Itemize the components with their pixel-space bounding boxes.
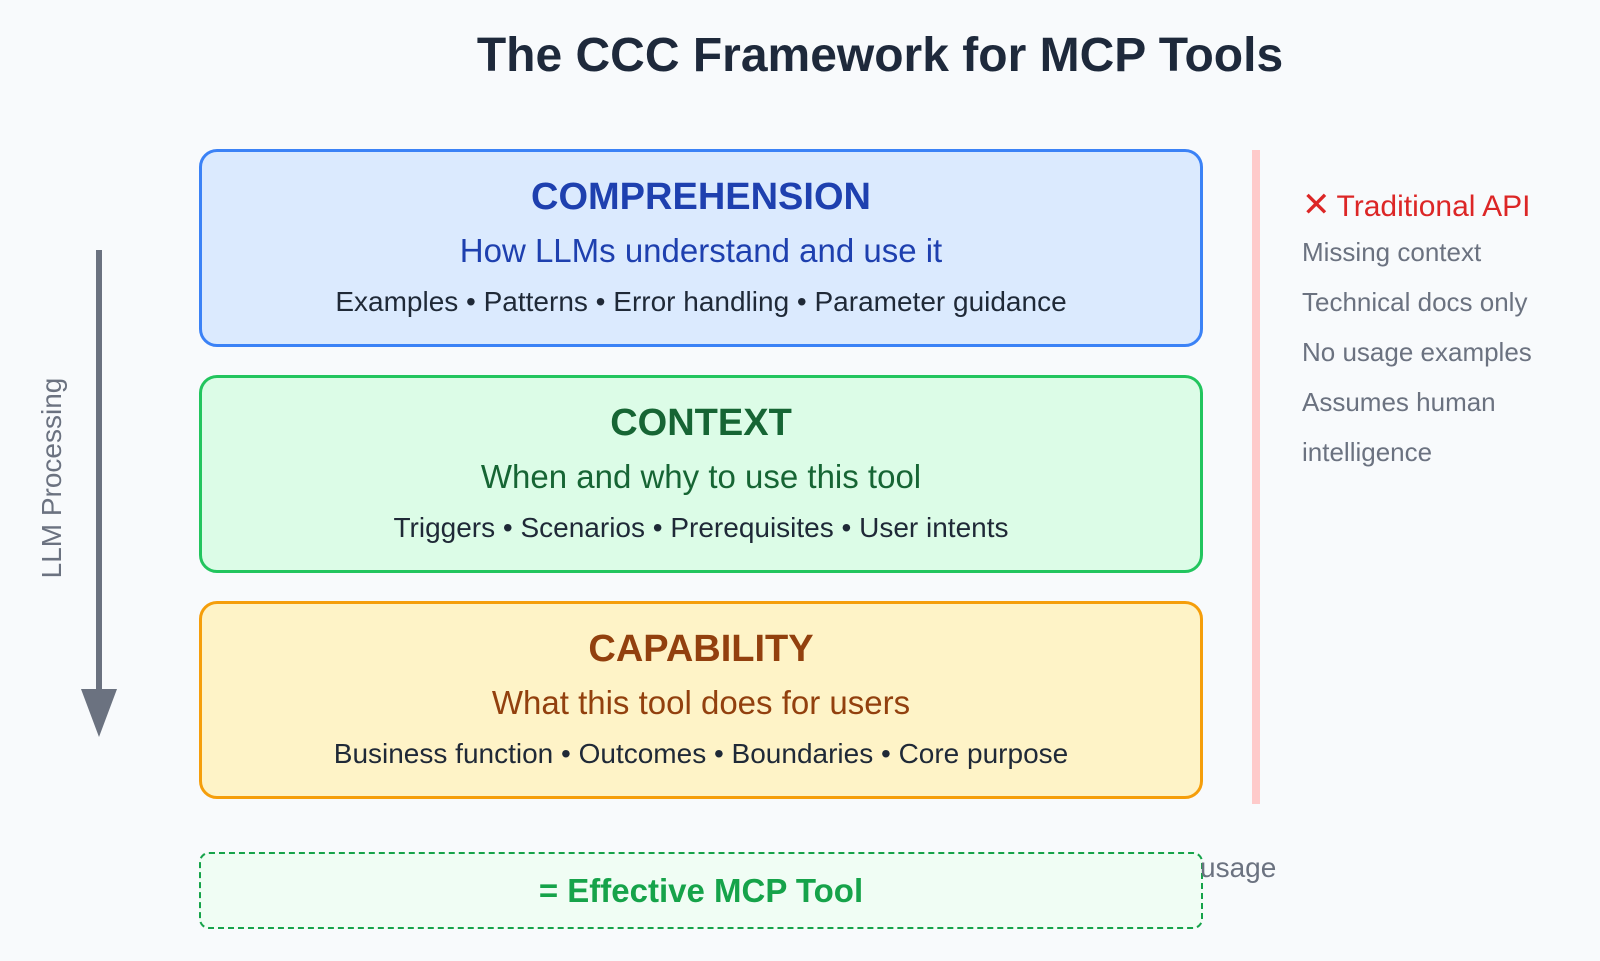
usage-label: usage	[1200, 852, 1277, 883]
down-arrow-icon	[81, 250, 117, 737]
layer-name: CONTEXT	[610, 402, 792, 444]
layer-items: Business function • Outcomes • Boundarie…	[333, 738, 1069, 769]
list-item: Assumes human	[1302, 387, 1496, 417]
list-item: No usage examples	[1302, 337, 1532, 367]
divider-line	[1252, 150, 1260, 804]
traditional-api-label: Traditional API	[1336, 190, 1531, 223]
layer-items: Examples • Patterns • Error handling • P…	[335, 286, 1067, 317]
layer-comprehension: COMPREHENSION How LLMs understand and us…	[199, 149, 1203, 347]
traditional-api-list: Missing context Technical docs only No u…	[1302, 237, 1532, 487]
layer-items: Triggers • Scenarios • Prerequisites • U…	[393, 512, 1009, 543]
layer-description: When and why to use this tool	[480, 458, 922, 495]
layer-description: What this tool does for users	[491, 684, 911, 721]
layer-context: CONTEXT When and why to use this tool Tr…	[199, 375, 1203, 573]
cross-icon: ✕	[1302, 186, 1331, 224]
layer-capability: CAPABILITY What this tool does for users…	[199, 601, 1203, 799]
diagram-title: The CCC Framework for MCP Tools	[476, 29, 1284, 82]
list-item: Missing context	[1302, 237, 1482, 267]
layer-description: How LLMs understand and use it	[459, 232, 943, 269]
list-item: intelligence	[1302, 437, 1433, 467]
result-box: = Effective MCP Tool	[199, 852, 1203, 929]
flow-label: LLM Processing	[36, 377, 67, 579]
layer-name: COMPREHENSION	[531, 176, 871, 218]
layer-name: CAPABILITY	[588, 628, 814, 670]
traditional-api-heading: ✕Traditional API	[1302, 185, 1531, 225]
list-item: Technical docs only	[1302, 287, 1528, 317]
